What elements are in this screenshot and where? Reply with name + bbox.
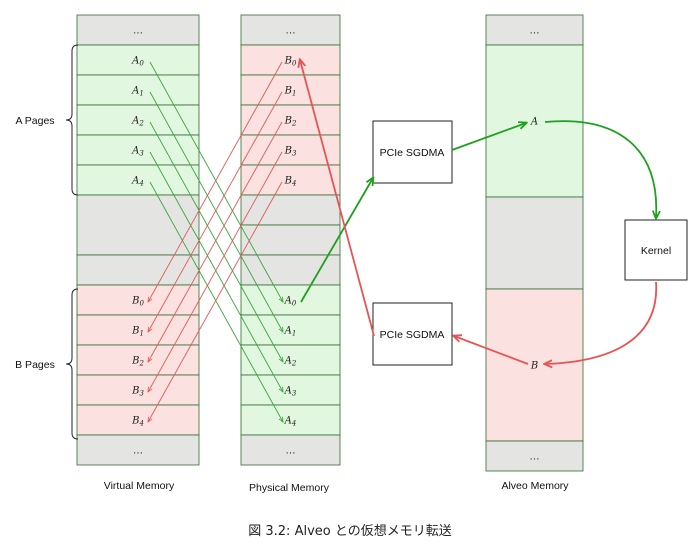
virtual-memory-column: …A0A1A2A3A4B0B1B2B3B4… [76,14,200,466]
virtual-cell-label: … [133,446,143,457]
physical-cell-label: … [286,26,296,37]
virtual-memory-cell [76,434,200,466]
pcie-sgdma-top-box [372,120,453,184]
virtual-memory-cell [76,164,200,196]
physical-memory-cell [240,434,341,466]
arrow-a3-mapping [149,151,283,392]
virtual-memory-cell [76,404,200,436]
alveo-memory-label: Alveo Memory [501,480,569,492]
physical-memory-cell [240,374,341,406]
physical-memory-cell [240,254,341,286]
virtual-memory-cell [76,44,200,76]
virtual-memory-cell [76,374,200,406]
alveo-memory-cell [485,196,584,290]
alveo-cell-label: A [530,117,538,128]
virtual-memory-cell [76,194,200,256]
alveo-cell-label: B [530,361,538,372]
arrow-physical-a0-to-sgdma [300,178,373,303]
arrow-a2-mapping [149,121,283,362]
physical-memory-cell [240,224,341,256]
virtual-memory-cell [76,134,200,166]
arrow-b0-mapping [148,61,283,302]
physical-memory-cell [240,404,341,436]
arrow-b3-mapping [148,151,283,392]
a-pages-label: A Pages [15,115,54,127]
physical-memory-cell [240,194,341,226]
alveo-memory-cell [485,14,584,46]
alveo-memory-column: … A B … [485,14,584,472]
virtual-memory-cell [76,344,200,376]
alveo-cell-label: … [530,452,540,463]
physical-memory-cell [240,44,341,76]
physical-memory-cell [240,14,341,46]
physical-memory-column: …B0B1B2B3B4A0A1A2A3A4… [240,14,341,466]
a-page-mapping-arrows [149,61,283,422]
b-pages-label: B Pages [15,359,55,371]
b-page-mapping-arrows [148,61,283,422]
arrow-alveo-b-to-sgdma [454,336,529,365]
virtual-memory-cell [76,104,200,136]
pcie-sgdma-bottom-label: PCIe SGDMA [380,329,445,341]
arrow-sgdma-to-alveo-a [451,123,526,151]
virtual-memory-label: Virtual Memory [104,480,175,492]
physical-memory-cell [240,104,341,136]
physical-memory-cell [240,164,341,196]
pcie-sgdma-bottom-box [372,302,453,366]
arrow-sgdma-to-physical-b0 [300,60,375,337]
virtual-cell-label: … [133,26,143,37]
virtual-memory-cell [76,14,200,46]
physical-memory-cell [240,284,341,316]
arrow-alveo-a-to-kernel [544,120,656,218]
a-pages-brace [65,44,79,196]
alveo-memory-cell [485,288,584,442]
figure-caption: 図 3.2: Alveo との仮想メモリ転送 [248,524,452,539]
arrow-a1-mapping [149,91,283,332]
virtual-memory-cell [76,284,200,316]
virtual-memory-cell [76,254,200,286]
arrow-kernel-to-alveo-b [545,281,657,364]
physical-memory-label: Physical Memory [249,482,330,494]
arrow-a4-mapping [149,181,283,422]
virtual-memory-cell [76,74,200,106]
alveo-memory-cell [485,440,584,472]
dma-flow-arrows [300,60,656,364]
alveo-cell-label: … [530,26,540,37]
arrow-a0-mapping [149,61,283,302]
arrow-b4-mapping [148,181,283,422]
arrow-b2-mapping [148,121,283,362]
physical-memory-cell [240,74,341,106]
arrow-b1-mapping [148,91,283,332]
b-pages-brace [65,288,79,440]
physical-cell-label: … [286,446,296,457]
pcie-sgdma-top-label: PCIe SGDMA [380,147,445,159]
kernel-label: Kernel [641,245,671,257]
